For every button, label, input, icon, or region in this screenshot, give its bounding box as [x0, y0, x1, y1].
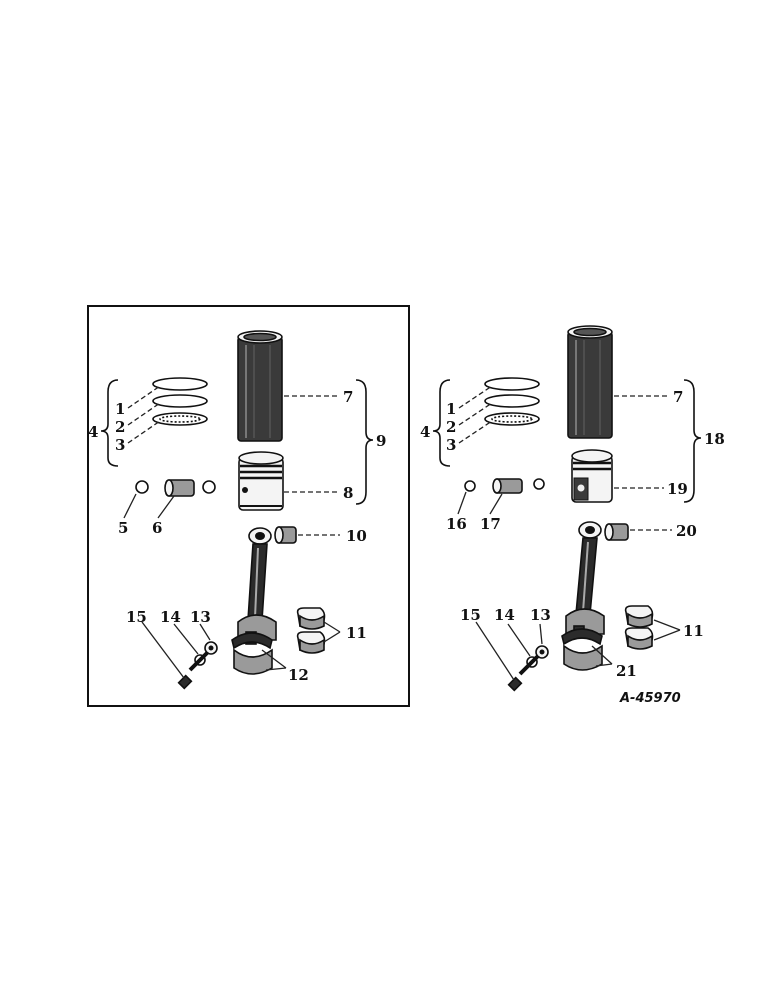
left-piston-rings: [152, 377, 208, 426]
left-group: [100, 330, 374, 690]
left-pin-retainer-b: [202, 480, 216, 494]
left-callout-lock-washer: 14: [160, 608, 181, 626]
left-ring-set-brace: [100, 379, 119, 467]
left-piston-pin: [164, 479, 195, 497]
right-bolt: [507, 654, 540, 692]
right-lock-washer: [526, 656, 538, 668]
left-callout-piston-pin: 6: [152, 519, 162, 537]
right-set-brace: [683, 379, 702, 503]
left-callout-pin-bushing: 10: [346, 527, 367, 545]
right-cylinder-sleeve: [567, 325, 613, 439]
right-callout-ring-3: 3: [446, 436, 456, 454]
right-piston-rings: [484, 377, 540, 426]
left-callout-sleeve: 7: [343, 388, 353, 406]
right-piston-pin: [492, 478, 523, 494]
left-ring-2-shape: [152, 394, 208, 408]
right-callout-sleeve: 7: [673, 388, 683, 406]
left-connecting-rod: [237, 527, 277, 645]
right-pin-bushing: [604, 523, 629, 541]
left-callout-connecting-rod: 12: [288, 666, 309, 684]
right-bearing-inserts: [624, 605, 654, 650]
right-callout-set: 18: [704, 430, 725, 448]
left-ring-3-shape: [152, 412, 208, 426]
right-pin-retainer-b: [533, 478, 545, 490]
left-lock-washer: [194, 654, 206, 666]
right-callout-pin-retainer: 16: [446, 515, 467, 533]
right-callout-ring-set: 4: [420, 423, 430, 441]
right-group: [432, 325, 702, 692]
drawing-number: A-45970: [619, 691, 681, 706]
right-ring-1-shape: [484, 377, 540, 391]
left-callout-piston: 8: [343, 484, 353, 502]
right-callout-lock-washer: 14: [494, 606, 515, 624]
right-callout-piston-pin: 17: [480, 515, 501, 533]
left-callout-rod-bearing: 11: [346, 624, 367, 642]
left-ring-1-shape: [152, 377, 208, 391]
right-callout-piston: 19: [667, 480, 688, 498]
left-set-brace: [355, 379, 374, 505]
left-callout-ring-1: 1: [115, 400, 125, 418]
left-cylinder-sleeve: [237, 330, 283, 442]
left-callout-ring-set: 4: [88, 423, 98, 441]
left-nut: [204, 641, 218, 655]
right-callout-connecting-rod: 21: [616, 662, 637, 680]
right-nut: [535, 645, 549, 659]
right-ring-3-shape: [484, 412, 540, 426]
right-callout-bolt: 15: [460, 606, 481, 624]
right-callout-pin-bushing: 20: [676, 522, 697, 540]
left-pin-bushing: [274, 526, 297, 544]
right-piston: [571, 449, 613, 503]
right-ring-2-shape: [484, 394, 540, 408]
right-pin-retainer-a: [464, 480, 476, 492]
left-rod-bearing-halves: [231, 632, 273, 675]
right-rod-bearing-halves: [561, 628, 603, 671]
right-callout-rod-bearing: 11: [683, 622, 704, 640]
left-bolt: [177, 650, 210, 690]
left-piston: [238, 451, 284, 511]
left-callout-set: 9: [376, 432, 386, 450]
right-connecting-rod: [565, 521, 605, 639]
left-callout-ring-3: 3: [115, 436, 125, 454]
left-callout-bolt: 15: [126, 608, 147, 626]
right-ring-set-brace: [432, 379, 451, 467]
right-callout-ring-2: 2: [446, 418, 456, 436]
left-callout-pin-retainer: 5: [118, 519, 128, 537]
left-callout-nut: 13: [190, 608, 211, 626]
left-pin-retainer-a: [135, 480, 149, 494]
left-callout-ring-2: 2: [115, 418, 125, 436]
right-callout-ring-1: 1: [446, 400, 456, 418]
left-bearing-inserts: [296, 607, 326, 654]
left-group-frame: [87, 305, 410, 707]
right-callout-nut: 13: [530, 606, 551, 624]
